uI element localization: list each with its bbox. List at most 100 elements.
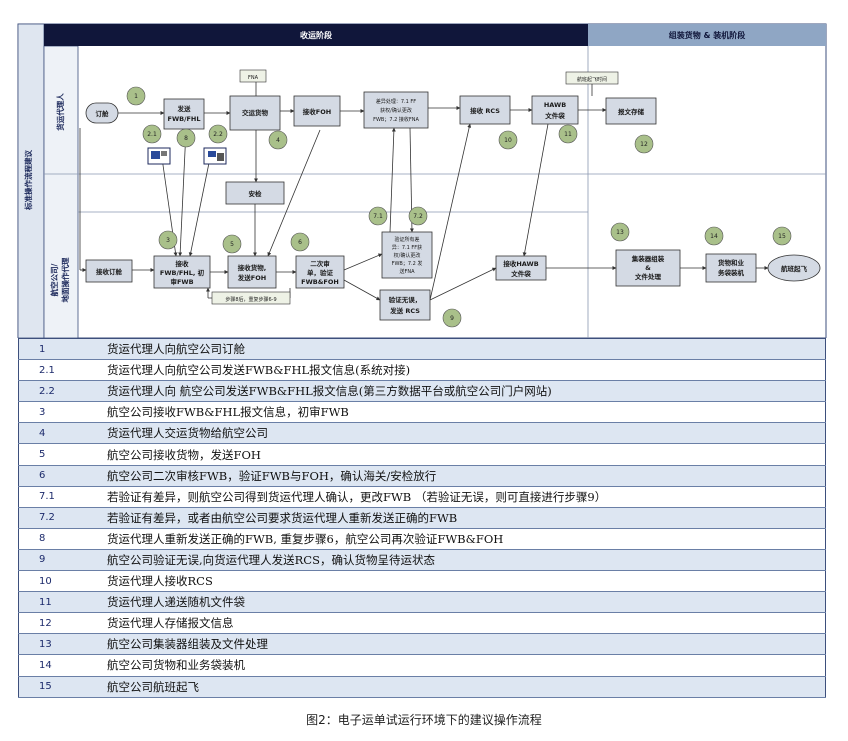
circle-7-2-label: 7.2 (413, 213, 423, 220)
circle-7-2 (408, 206, 428, 226)
node-uld-label-3: 文件处理 (634, 272, 662, 281)
phase-loading-label: 组装货物 & 装机阶段 (669, 30, 746, 40)
node-second-check-label-3: FWB&FOH (301, 278, 339, 286)
circle-2-1-label: 2.1 (147, 131, 157, 138)
node-uld (615, 249, 681, 287)
phase-header-shipping (44, 24, 588, 46)
node-recv-fwb-label-3: 审FWB (170, 277, 193, 286)
node-recv-rcs (459, 95, 511, 125)
node-verify-diff (381, 231, 433, 279)
node-verify-diff-label-2: 异：7.1 FF获 (392, 244, 422, 251)
node-diff-label-2: 获权/确认更改 (380, 107, 412, 114)
circle-13 (610, 222, 630, 242)
node-security (225, 181, 285, 205)
step-number: 7.1 (18, 486, 101, 508)
node-recv-fwb (153, 255, 211, 289)
circle-6 (290, 232, 310, 252)
node-second-check-label-2: 单，验证 (307, 268, 334, 277)
step-description: 航空公司航班起飞 (101, 676, 826, 698)
step-description: 航空公司接收货物，发送FOH (101, 443, 826, 466)
circle-5 (222, 234, 242, 254)
circle-15 (772, 226, 792, 246)
step-number: 15 (18, 676, 101, 698)
node-recv-hawb-label-2: 文件袋 (510, 269, 531, 278)
step-number: 13 (18, 633, 101, 656)
node-cargo-load (705, 253, 757, 283)
title-column (17, 23, 45, 338)
node-uld-label-2: & (645, 264, 651, 272)
step-number: 5 (18, 443, 101, 466)
node-recv-goods (227, 255, 277, 289)
circle-1-label: 1 (134, 93, 138, 100)
node-recv-hawb-label-1: 接收HAWB (503, 259, 538, 268)
computer-icon-left (147, 147, 171, 165)
step-description: 航空公司验证无误,向货运代理人发送RCS，确认货物呈待运状态 (101, 549, 826, 572)
step-description: 货运代理人向 航空公司发送FWB&FHL报文信息(第三方数据平台或航空公司门户网… (101, 380, 826, 403)
node-diff-label-1: 差异处理：7.1 FF (376, 98, 416, 105)
phase-shipping-label: 收运阶段 (300, 30, 332, 40)
node-recv-rcs-label: 接收 RCS (470, 106, 500, 115)
circle-6-label: 6 (298, 239, 302, 246)
node-verify-diff-label-1: 验证所有差 (394, 236, 419, 243)
step-description: 货运代理人存储报文信息 (101, 612, 826, 635)
node-second-check-label-1: 二次审 (310, 259, 330, 268)
node-recv-book-label: 接收订舱 (96, 267, 123, 276)
circle-4 (268, 130, 288, 150)
flow-diagram: 标准操作流程建议 货运代理人 航空公司/ 地面操作代理 收运阶段 组装货物 & … (17, 23, 827, 338)
step-description: 航空公司集装器组装及文件处理 (101, 633, 826, 656)
node-diff-label-3: FWB；7.2 接收FNA (373, 116, 419, 123)
circle-4-label: 4 (276, 137, 280, 144)
circle-1 (126, 86, 146, 106)
node-second-check (295, 255, 345, 289)
step-number: 2.1 (18, 359, 101, 382)
node-send-fwb (163, 98, 205, 130)
circle-15-label: 15 (778, 233, 786, 240)
phase-header-loading (588, 24, 826, 46)
step-description: 若验证有差异，则航空公司得到货运代理人确认，更改FWB （若验证无误，则可直接进… (101, 486, 826, 508)
circle-2-2 (208, 124, 228, 144)
circle-11 (558, 124, 578, 144)
computer-icon-right (203, 147, 227, 165)
node-takeoff-label: 航班起飞 (781, 264, 808, 273)
step-number: 2.2 (18, 380, 101, 403)
step-number: 8 (18, 528, 101, 550)
node-recv-goods-label-1: 接收货物, (238, 263, 266, 272)
circle-10-label: 10 (504, 137, 512, 144)
node-send-fwb-label-1: 发送 (177, 104, 192, 113)
step-description: 航空公司接收FWB&FHL报文信息，初审FWB (101, 401, 826, 424)
circle-3-label: 3 (166, 237, 170, 244)
tag-flight-time-label: 航班起飞时间 (577, 76, 607, 83)
circle-12-label: 12 (640, 141, 648, 148)
node-verify-diff-label-5: 送FNA (399, 268, 415, 275)
node-hawb-label-2: 文件袋 (544, 111, 565, 120)
step-number: 7.2 (18, 507, 101, 529)
node-deliver (229, 95, 281, 131)
node-cargo-load-label-1: 货物和业 (717, 258, 745, 267)
flow-edges (79, 73, 769, 301)
step-description: 货运代理人重新发送正确的FWB, 重复步骤6，航空公司再次验证FWB&FOH (101, 528, 826, 550)
lane-agent-label: 货运代理人 (55, 93, 65, 132)
circle-12 (634, 134, 654, 154)
diagram-frame (17, 23, 827, 338)
step-number: 12 (18, 612, 101, 635)
flow-nodes: 订舱 发送 FWB/FHL 交运货物 接收FOH 差异处理：7.1 FF 获权/… (85, 69, 821, 321)
figure-caption: 图2：电子运单试运行环境下的建议操作流程 (306, 713, 542, 727)
node-store (605, 97, 657, 125)
circle-11-label: 11 (564, 131, 572, 138)
node-book (85, 102, 119, 124)
lane-airline-label-2: 地面操作代理 (60, 257, 70, 302)
step-number: 3 (18, 401, 101, 424)
step-description: 货运代理人向航空公司订舱 (101, 338, 826, 361)
